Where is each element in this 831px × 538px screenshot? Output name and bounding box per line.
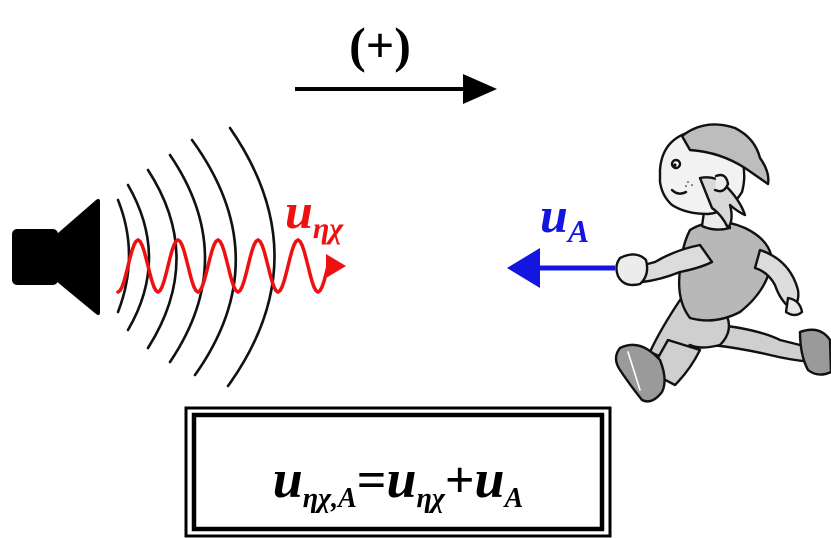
formula-box: [184, 406, 612, 538]
direction-label: (+): [349, 17, 411, 73]
observer-velocity-arrow: [507, 248, 615, 288]
running-boy-icon: [614, 123, 831, 403]
sound-velocity-label: uηχ: [285, 183, 344, 245]
direction-arrow: [295, 74, 497, 104]
formula: uηχ,A=uηχ+uA: [273, 449, 524, 514]
speaker-icon: [12, 198, 100, 316]
sound-wave: [116, 237, 346, 295]
observer-velocity-label: uA: [540, 187, 589, 249]
